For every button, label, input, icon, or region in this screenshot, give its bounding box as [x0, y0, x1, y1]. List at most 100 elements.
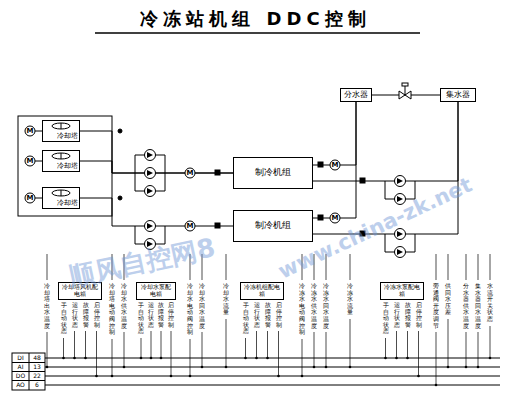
table-cell: DO [16, 373, 25, 379]
chiller-box: 制冷机组 [233, 210, 313, 242]
leader-line [385, 338, 386, 358]
bus-dot [277, 375, 280, 378]
signal-label: 冷冻水电动阀控制 [299, 283, 305, 336]
signal-label: 运行状态 [72, 302, 78, 328]
bus-dot [73, 357, 76, 360]
table-cell: AO [16, 382, 25, 388]
header-box: 分水器 [340, 88, 372, 102]
leader-line [85, 331, 86, 358]
signal-label: 故障报警 [405, 302, 411, 328]
title-underline [95, 32, 420, 34]
leader-line [124, 332, 125, 367]
bus-dot [489, 357, 492, 360]
bus-dot [225, 366, 228, 369]
leader-line [151, 331, 152, 358]
bus-dot [477, 366, 480, 369]
cooling-tower: 冷却塔 [42, 120, 80, 142]
bus-dot [395, 357, 398, 360]
signal-label: 冷却水供水温度 [121, 283, 127, 329]
table-cell: 13 [33, 364, 41, 370]
bus-dot [189, 375, 192, 378]
leader-line [466, 332, 467, 367]
signal-label: 冷冻水回水温度 [323, 283, 329, 329]
header-box: 集水器 [440, 88, 476, 102]
leader-line [466, 254, 467, 280]
signal-label: 冷冻水供水温度 [311, 283, 317, 329]
signal-label: 冷却水流量 [223, 283, 229, 316]
pipe-connector [313, 102, 458, 181]
signal-label: 水流开关状态 [487, 283, 493, 323]
leader-line [226, 319, 227, 367]
signal-label: 手自动状态 [383, 302, 389, 335]
leader-line [47, 332, 48, 367]
leader-line [245, 338, 246, 358]
node-text: 集水器 [446, 90, 470, 99]
signal-label: 故障报警 [83, 302, 89, 328]
panel-box: 冷冻机组配电箱 [240, 282, 284, 300]
node-text: 冷却塔 [57, 162, 78, 170]
leader-line [226, 254, 227, 280]
signal-label: 启停控制 [168, 302, 174, 328]
table-cell: DI [17, 355, 23, 361]
bus-dot [301, 375, 304, 378]
bus-dot [266, 357, 269, 360]
panel-box: 冷冻水泵配电箱 [380, 282, 424, 300]
diagram-title: 冷冻站机组 DDC控制 [0, 7, 511, 31]
signal-label: 手自动状态 [61, 302, 67, 335]
signal-label: 启停控制 [276, 302, 282, 328]
leader-line [436, 254, 437, 280]
signal-label: 故障报警 [158, 302, 164, 328]
table-cell: 6 [35, 382, 39, 388]
motor-letter: M [187, 170, 194, 177]
bypass-valve [399, 83, 411, 99]
leader-line [490, 254, 491, 280]
node-text: 冷却塔 [57, 199, 78, 207]
watermark: www.china-zk.net [275, 174, 475, 282]
signal-label: 冷却水回水温度 [199, 283, 205, 329]
leader-line [141, 338, 142, 358]
motor-letter: M [332, 162, 339, 169]
signal-label: 冷却塔电动阀控制 [109, 283, 115, 336]
bus-dot [46, 366, 49, 369]
chiller-box: 制冷机组 [233, 157, 313, 189]
leader-line [112, 339, 113, 376]
bus-dot [95, 375, 98, 378]
node-text: 分水器 [344, 90, 368, 99]
bus-dot [170, 375, 173, 378]
motor-letter: M [27, 158, 34, 165]
node-text: 制冷机组 [255, 220, 291, 230]
bus-dot [349, 366, 352, 369]
leader-line [407, 331, 408, 358]
leader-line [96, 331, 97, 376]
bus-dot [384, 357, 387, 360]
leader-line [350, 319, 351, 367]
signal-label: 运行状态 [254, 302, 260, 328]
leader-line [74, 331, 75, 358]
table-cell: 48 [33, 355, 41, 361]
pipe-connector [80, 161, 233, 173]
leader-line [171, 331, 172, 376]
node-text: 冷冻机组配电箱 [243, 284, 281, 298]
pipe-connector [313, 102, 356, 165]
leader-line [302, 339, 303, 376]
leader-line [314, 332, 315, 367]
cooling-tower: 冷却塔 [42, 187, 80, 209]
bus-dot [84, 357, 87, 360]
leader-line [396, 331, 397, 358]
bus-dot [255, 357, 258, 360]
leader-line [350, 254, 351, 280]
bus-dot [447, 366, 450, 369]
leader-line [202, 332, 203, 367]
bus-dot [123, 366, 126, 369]
leader-line [256, 331, 257, 358]
bus-dot [244, 357, 247, 360]
leader-line [190, 339, 191, 376]
sensors [118, 129, 365, 236]
signal-label: 运行状态 [394, 302, 400, 328]
pipe-connector [80, 131, 233, 173]
signal-label: 手自动状态 [138, 302, 144, 335]
leader-line [161, 331, 162, 358]
signal-label: 手自动状态 [243, 302, 249, 335]
node-text: 冷却塔 [57, 132, 78, 140]
leader-line [418, 331, 419, 376]
